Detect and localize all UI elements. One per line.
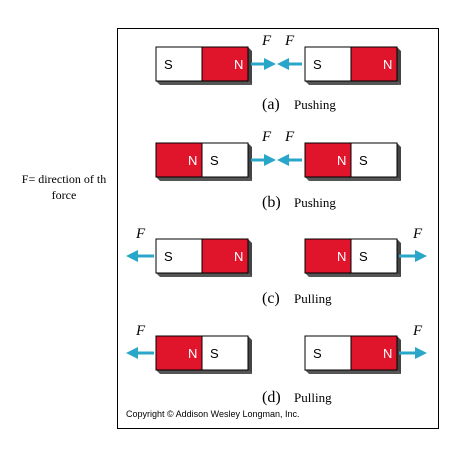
force-label-right: F xyxy=(284,33,295,49)
panel-caption-word: Pushing xyxy=(294,195,336,210)
force-note-line-2: force xyxy=(51,188,77,202)
panel-caption-letter: (d) xyxy=(262,389,281,406)
magnet-shadow-bottom xyxy=(156,81,252,85)
south-pole-label: S xyxy=(210,153,219,168)
force-arrow-left xyxy=(126,347,154,359)
force-note-line-1: F= direction of th xyxy=(21,172,107,186)
magnet-shadow-side xyxy=(248,143,252,181)
magnet-shadow-bottom xyxy=(305,273,401,277)
magnet-shadow-side xyxy=(248,336,252,374)
magnet-shadow-bottom xyxy=(305,177,401,181)
south-pole xyxy=(350,238,398,274)
force-arrow-right xyxy=(277,154,302,166)
north-pole-label: N xyxy=(337,153,346,168)
magnet-shadow-side xyxy=(397,143,401,181)
force-arrow-left xyxy=(251,58,276,70)
force-label-right: F xyxy=(412,226,423,242)
panel-caption-word: Pushing xyxy=(294,97,336,112)
south-pole xyxy=(201,142,249,178)
south-pole xyxy=(350,142,398,178)
force-label-left: F xyxy=(261,129,272,145)
force-arrow-left xyxy=(126,250,154,262)
force-direction-note: F= direction of th force xyxy=(8,171,120,203)
force-arrow-right xyxy=(399,250,427,262)
force-label-right: F xyxy=(412,323,423,339)
force-label-left: F xyxy=(261,33,272,49)
magnet-shadow-bottom xyxy=(156,273,252,277)
north-pole-label: N xyxy=(337,249,346,264)
north-pole-label: N xyxy=(188,153,197,168)
panel-caption-letter: (b) xyxy=(262,194,281,211)
force-arrow-left xyxy=(251,154,276,166)
north-pole xyxy=(155,335,203,371)
north-pole xyxy=(304,238,352,274)
magnet-shadow-bottom xyxy=(305,81,401,85)
north-pole-label: N xyxy=(234,249,243,264)
panel-caption-word: Pulling xyxy=(294,390,332,405)
copyright-text: Copyright © Addison Wesley Longman, Inc. xyxy=(126,409,300,419)
force-arrow-right xyxy=(277,58,302,70)
south-pole-label: S xyxy=(210,346,219,361)
north-pole-label: N xyxy=(188,346,197,361)
magnet-shadow-side xyxy=(397,336,401,374)
south-pole-label: S xyxy=(359,249,368,264)
panel-caption-letter: (a) xyxy=(262,96,280,113)
force-arrow-right xyxy=(399,347,427,359)
south-pole-label: S xyxy=(313,346,322,361)
panel-caption-letter: (c) xyxy=(262,290,280,307)
magnet-shadow-side xyxy=(248,239,252,277)
magnet-shadow-side xyxy=(397,239,401,277)
south-pole xyxy=(304,46,352,82)
force-label-left: F xyxy=(135,323,146,339)
south-pole xyxy=(304,335,352,371)
magnet-shadow-bottom xyxy=(305,370,401,374)
north-pole-label: N xyxy=(383,346,392,361)
magnet-shadow-side xyxy=(248,47,252,85)
south-pole-label: S xyxy=(359,153,368,168)
north-pole xyxy=(201,238,249,274)
south-pole-label: S xyxy=(313,57,322,72)
south-pole-label: S xyxy=(164,249,173,264)
north-pole xyxy=(350,335,398,371)
north-pole xyxy=(350,46,398,82)
panel-caption-word: Pulling xyxy=(294,291,332,306)
north-pole xyxy=(304,142,352,178)
magnet-shadow-bottom xyxy=(156,177,252,181)
south-pole-label: S xyxy=(164,57,173,72)
magnet-shadow-bottom xyxy=(156,370,252,374)
force-label-right: F xyxy=(284,129,295,145)
magnet-shadow-side xyxy=(397,47,401,85)
south-pole xyxy=(155,238,203,274)
south-pole xyxy=(201,335,249,371)
north-pole xyxy=(201,46,249,82)
north-pole xyxy=(155,142,203,178)
north-pole-label: N xyxy=(383,57,392,72)
south-pole xyxy=(155,46,203,82)
north-pole-label: N xyxy=(234,57,243,72)
force-label-left: F xyxy=(135,226,146,242)
